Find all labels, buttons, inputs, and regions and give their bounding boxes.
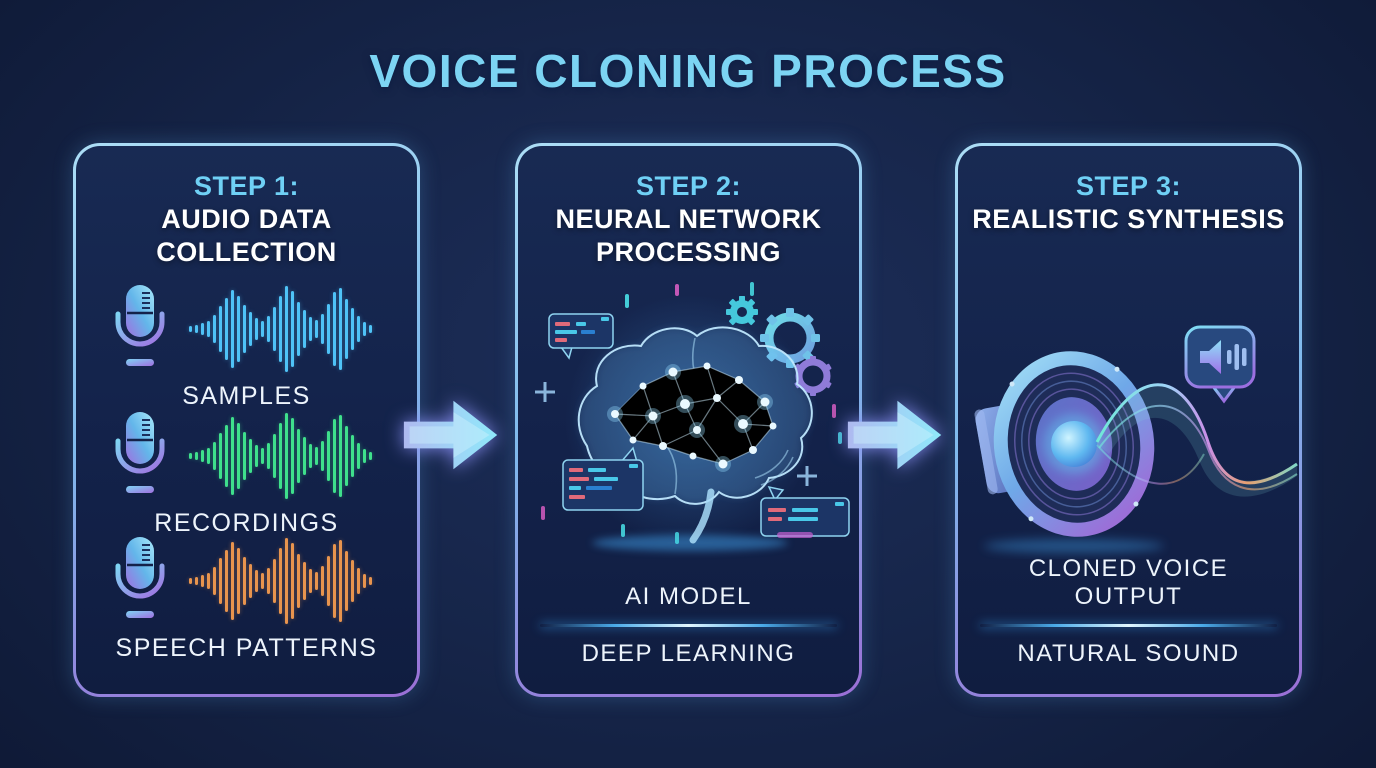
tick-decorations: [541, 282, 842, 544]
waveform-icon: [180, 282, 382, 376]
ai-model-label: AI MODEL: [625, 583, 752, 610]
neural-nodes: [607, 362, 777, 472]
arrow-right-icon: [403, 400, 498, 470]
step2-label: STEP 2:: [635, 171, 742, 201]
step2-card: STEP 2: NEURAL NETWORK PROCESSING: [515, 143, 862, 697]
speech-patterns-row: SPEECH PATTERNS: [76, 534, 417, 663]
step3-heading: REALISTIC SYNTHESIS: [972, 203, 1285, 234]
step1-label: STEP 1:: [193, 171, 300, 201]
page-title: VOICE CLONING PROCESS: [369, 45, 1007, 97]
step3-header: STEP 3: REALISTIC SYNTHESIS: [958, 170, 1299, 236]
step2-footer: AI MODEL DEEP LEARNING: [534, 583, 843, 668]
samples-row: SAMPLES: [76, 282, 417, 411]
recordings-row: RECORDINGS: [76, 409, 417, 538]
speech-patterns-label: SPEECH PATTERNS: [115, 634, 378, 662]
microphone-icon: [112, 409, 168, 504]
recordings-label: RECORDINGS: [154, 509, 339, 537]
microphone-icon: [112, 282, 168, 377]
step2-heading: NEURAL NETWORK PROCESSING: [555, 203, 822, 267]
code-bubble-icon: [548, 313, 850, 537]
step2-header: STEP 2: NEURAL NETWORK PROCESSING: [518, 170, 859, 269]
plus-icon: [535, 382, 817, 486]
step1-header: STEP 1: AUDIO DATA COLLECTION: [76, 170, 417, 269]
waveform-icon: [180, 534, 382, 628]
cloned-voice-output-label: CLONED VOICE OUTPUT: [1028, 555, 1229, 610]
brain-network-icon: [535, 282, 850, 551]
brain-stem: [689, 488, 715, 544]
samples-label: SAMPLES: [182, 382, 311, 410]
sound-wave-icon: [1095, 383, 1298, 497]
speaker-icon: [974, 325, 1298, 553]
speaker-cone: [993, 351, 1155, 537]
arrow-right-icon: [847, 400, 942, 470]
deep-learning-label: DEEP LEARNING: [581, 640, 796, 667]
step3-label: STEP 3:: [1075, 171, 1182, 201]
step1-heading: AUDIO DATA COLLECTION: [156, 203, 337, 267]
step3-card: STEP 3: REALISTIC SYNTHESIS: [955, 143, 1302, 697]
magenta-streak: [777, 532, 813, 538]
volume-bubble-icon: [1184, 325, 1256, 404]
microphone-icon: [112, 534, 168, 629]
waveform-icon: [180, 409, 382, 503]
glow-divider: [980, 624, 1277, 627]
step1-card: STEP 1: AUDIO DATA COLLECTION: [73, 143, 420, 697]
glow-divider: [540, 624, 837, 627]
natural-sound-label: NATURAL SOUND: [1017, 640, 1240, 667]
step3-footer: CLONED VOICE OUTPUT NATURAL SOUND: [974, 555, 1283, 668]
